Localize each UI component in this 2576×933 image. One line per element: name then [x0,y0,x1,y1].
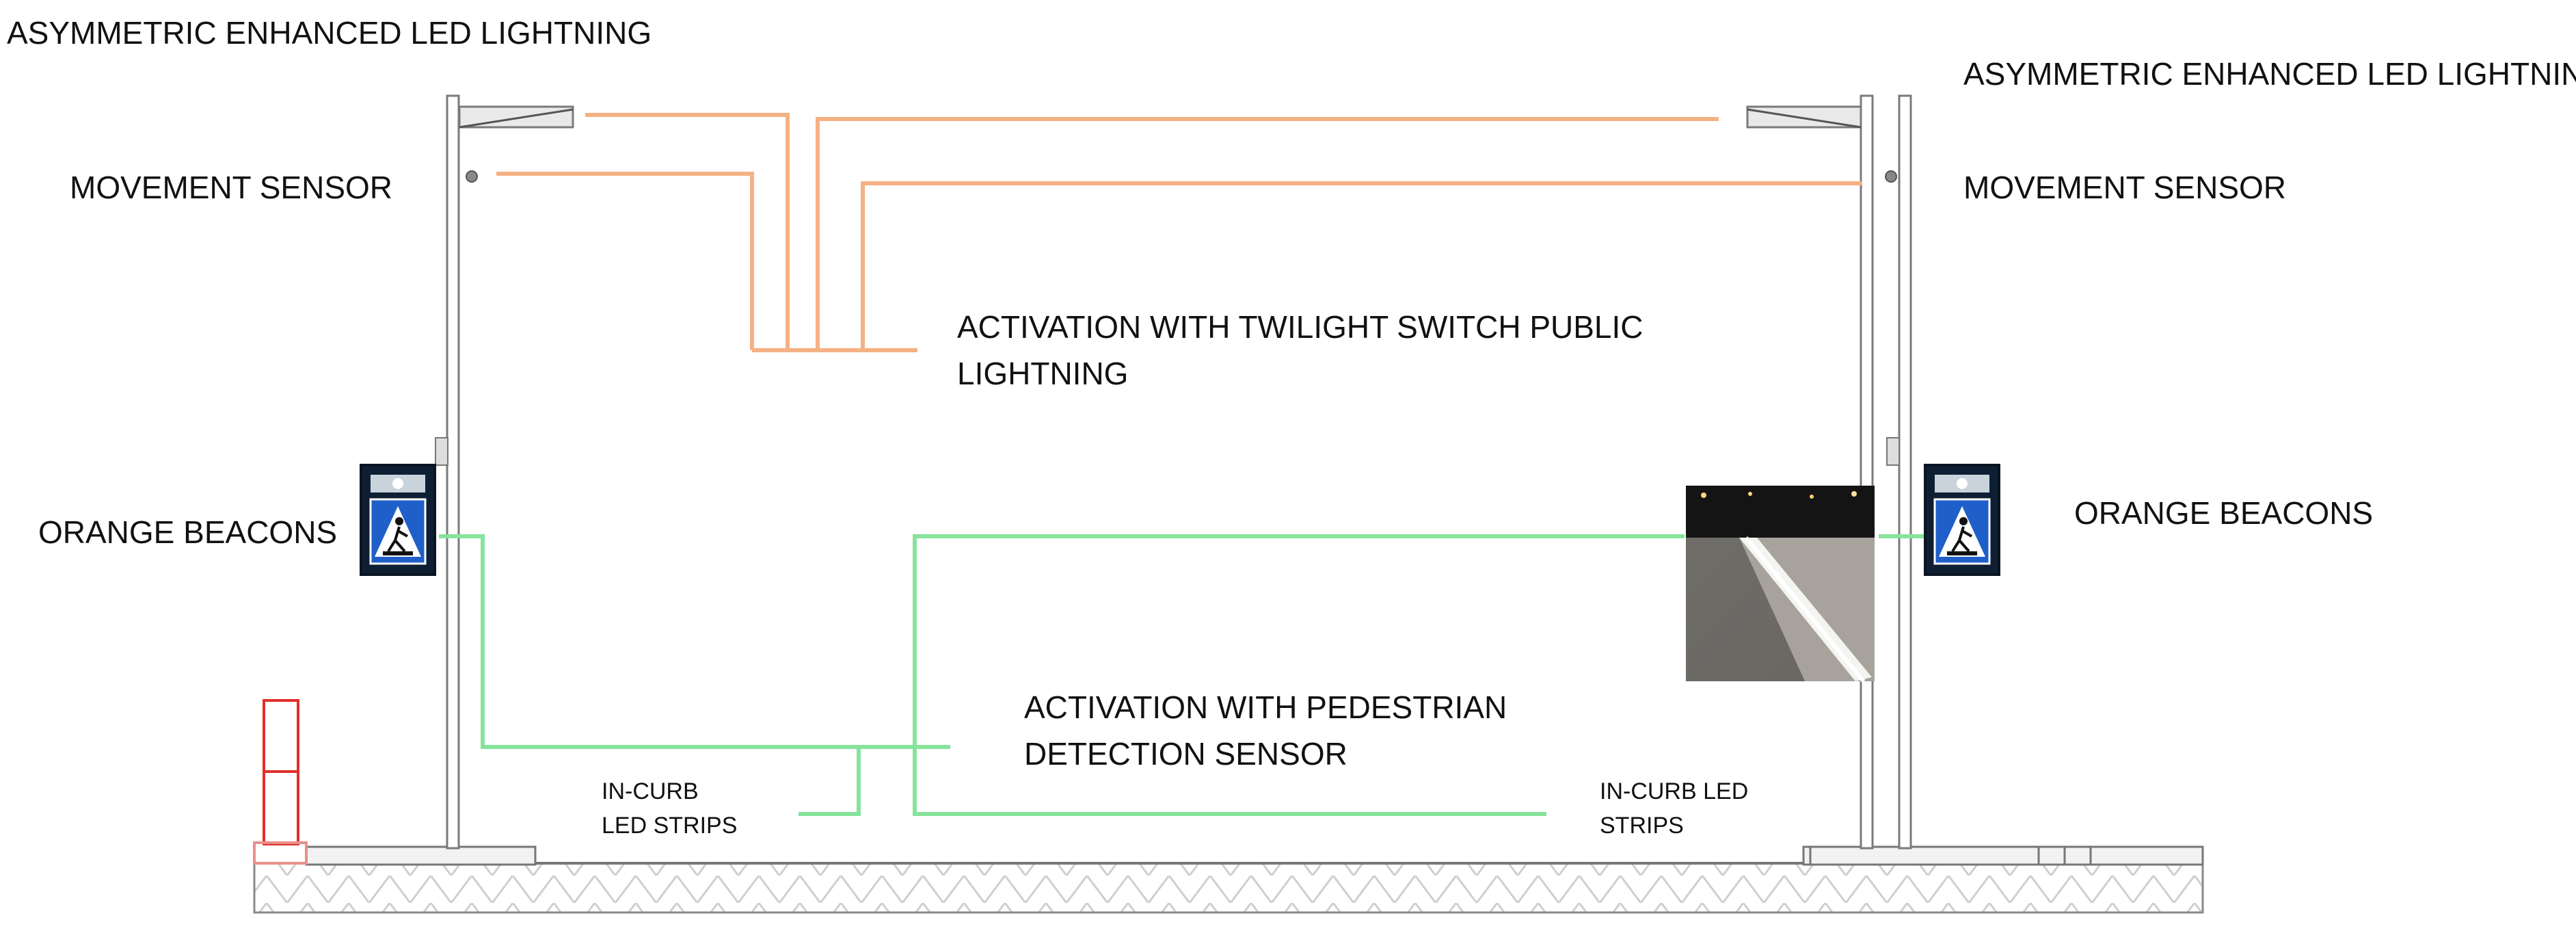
orange-beacon-sign-right [1924,464,2000,576]
sensor-wiring [439,534,1928,816]
road-surface [253,862,2204,914]
road-section [253,845,2204,914]
orange-beacon-sign-left [360,464,436,576]
label-twilight-activation-line1: ACTIVATION WITH TWILIGHT SWITCH PUBLIC [957,309,1643,345]
label-in-curb-led-left-line2: LED STRIPS [602,813,737,839]
label-orange-beacons-left: ORANGE BEACONS [38,514,337,550]
label-orange-beacons-right: ORANGE BEACONS [2074,495,2373,531]
label-pedestrian-activation-line2: DETECTION SENSOR [1024,736,1347,772]
movement-sensor-left [466,170,478,183]
beacon-lamp-right [1957,478,1968,489]
red-bollard [253,699,308,865]
label-movement-sensor-right: MOVEMENT SENSOR [1963,170,2286,205]
pole-left [435,94,574,850]
label-twilight-activation-line2: LIGHTNING [957,356,1128,391]
pole-bracket-left [435,437,448,466]
pole-bracket-right [1886,437,1900,466]
label-in-curb-led-right-line1: IN-CURB LED [1600,778,1748,804]
label-in-curb-led-left-line1: IN-CURB [602,778,699,804]
movement-sensor-right [1885,170,1897,183]
beacon-lamp-left [392,478,403,489]
curb-left [305,845,537,866]
label-led-lighting-left: ASYMMETRIC ENHANCED LED LIGHTNING [7,15,652,51]
illuminated-curb-photo [1686,486,1875,683]
label-led-lighting-right: ASYMMETRIC ENHANCED LED LIGHTNING [1963,56,2576,92]
label-in-curb-led-right-line2: STRIPS [1600,813,1684,839]
pole-right [1746,94,1912,850]
curb-right [1802,845,2204,866]
lighting-wiring [496,113,1862,352]
label-pedestrian-activation-line1: ACTIVATION WITH PEDESTRIAN [1024,689,1507,725]
label-movement-sensor-left: MOVEMENT SENSOR [70,170,392,205]
